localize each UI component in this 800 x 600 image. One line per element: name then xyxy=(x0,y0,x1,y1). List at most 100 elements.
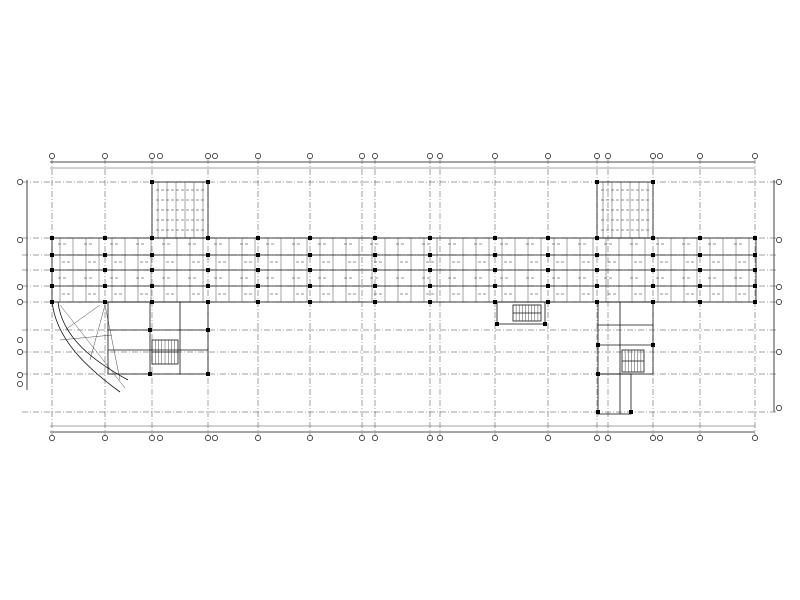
column xyxy=(150,236,154,240)
bottom-axis-bubble xyxy=(492,435,498,441)
right-stair xyxy=(621,349,645,373)
bottom-axis-bubble xyxy=(437,435,443,441)
bottom-axis-bubble xyxy=(650,435,656,441)
column xyxy=(428,268,432,272)
top-axis-bubble xyxy=(49,153,55,159)
main-block xyxy=(51,237,757,303)
column xyxy=(50,300,54,304)
bottom-axis-bubble xyxy=(427,435,433,441)
right-axis-bubble xyxy=(776,349,782,355)
column xyxy=(206,236,210,240)
column xyxy=(595,180,599,184)
column xyxy=(150,284,154,288)
column xyxy=(150,268,154,272)
bottom-axis-bubble xyxy=(594,435,600,441)
column xyxy=(256,253,260,257)
column xyxy=(596,343,600,347)
left-axis-bubble xyxy=(17,381,23,387)
top-axis-bubble xyxy=(437,153,443,159)
left-axis-bubble xyxy=(17,237,23,243)
column xyxy=(373,300,377,304)
column xyxy=(150,180,154,184)
top-axis-bubble xyxy=(752,153,758,159)
structural-columns xyxy=(50,180,757,414)
column xyxy=(546,300,550,304)
top-axis-bubble xyxy=(650,153,656,159)
dimension-lines xyxy=(26,161,775,433)
column xyxy=(103,236,107,240)
lower-right-tail xyxy=(597,373,632,415)
column xyxy=(256,268,260,272)
bottom-axis-bubble xyxy=(307,435,313,441)
bottom-axis-bubble xyxy=(697,435,703,441)
bottom-axis-bubble xyxy=(372,435,378,441)
column xyxy=(308,268,312,272)
column xyxy=(373,236,377,240)
top-axis-bubble xyxy=(427,153,433,159)
radial-line-4 xyxy=(59,334,113,341)
column xyxy=(546,236,550,240)
radial-line-3 xyxy=(104,304,121,381)
column xyxy=(103,268,107,272)
column xyxy=(595,284,599,288)
column xyxy=(256,236,260,240)
radial-line-2 xyxy=(89,304,106,361)
horizontal-grid-axes xyxy=(22,181,778,413)
column xyxy=(103,284,107,288)
column xyxy=(651,284,655,288)
column xyxy=(698,236,702,240)
column xyxy=(595,236,599,240)
upper-right-wing-hatching xyxy=(601,182,649,238)
column xyxy=(206,268,210,272)
column xyxy=(651,300,655,304)
main-slab-hatching xyxy=(58,238,750,302)
column xyxy=(546,253,550,257)
column xyxy=(595,300,599,304)
column xyxy=(546,284,550,288)
column xyxy=(546,268,550,272)
lower-right-block xyxy=(597,301,654,415)
column xyxy=(651,268,655,272)
column xyxy=(698,253,702,257)
column xyxy=(373,253,377,257)
top-axis-bubble xyxy=(212,153,218,159)
column xyxy=(256,300,260,304)
column xyxy=(373,268,377,272)
right-axis-bubble xyxy=(776,237,782,243)
top-axis-bubble xyxy=(657,153,663,159)
bottom-axis-bubble xyxy=(102,435,108,441)
column xyxy=(206,284,210,288)
left-axis-bubble xyxy=(17,372,23,378)
bottom-axis-bubble xyxy=(49,435,55,441)
top-axis-bubble xyxy=(307,153,313,159)
central-stair-outline xyxy=(496,301,546,325)
column xyxy=(651,343,655,347)
bottom-axis-bubble xyxy=(255,435,261,441)
column xyxy=(150,253,154,257)
column xyxy=(753,300,757,304)
column xyxy=(493,236,497,240)
column xyxy=(651,180,655,184)
column xyxy=(543,322,547,326)
lower-right-upper-rooms xyxy=(597,301,654,375)
column xyxy=(428,253,432,257)
column xyxy=(753,236,757,240)
column xyxy=(493,284,497,288)
column xyxy=(103,253,107,257)
top-axis-bubble xyxy=(372,153,378,159)
bottom-axis-bubble xyxy=(149,435,155,441)
top-axis-bubble xyxy=(149,153,155,159)
bottom-axis-bubble xyxy=(212,435,218,441)
curved-wall-outer xyxy=(51,299,121,393)
left-stair xyxy=(151,339,179,365)
column xyxy=(698,268,702,272)
column xyxy=(308,284,312,288)
column xyxy=(493,300,497,304)
left-axis-bubble xyxy=(17,179,23,185)
column xyxy=(308,300,312,304)
right-axis-bubble xyxy=(776,284,782,290)
right-axis-bubble xyxy=(776,179,782,185)
column xyxy=(493,268,497,272)
top-axis-bubble xyxy=(255,153,261,159)
